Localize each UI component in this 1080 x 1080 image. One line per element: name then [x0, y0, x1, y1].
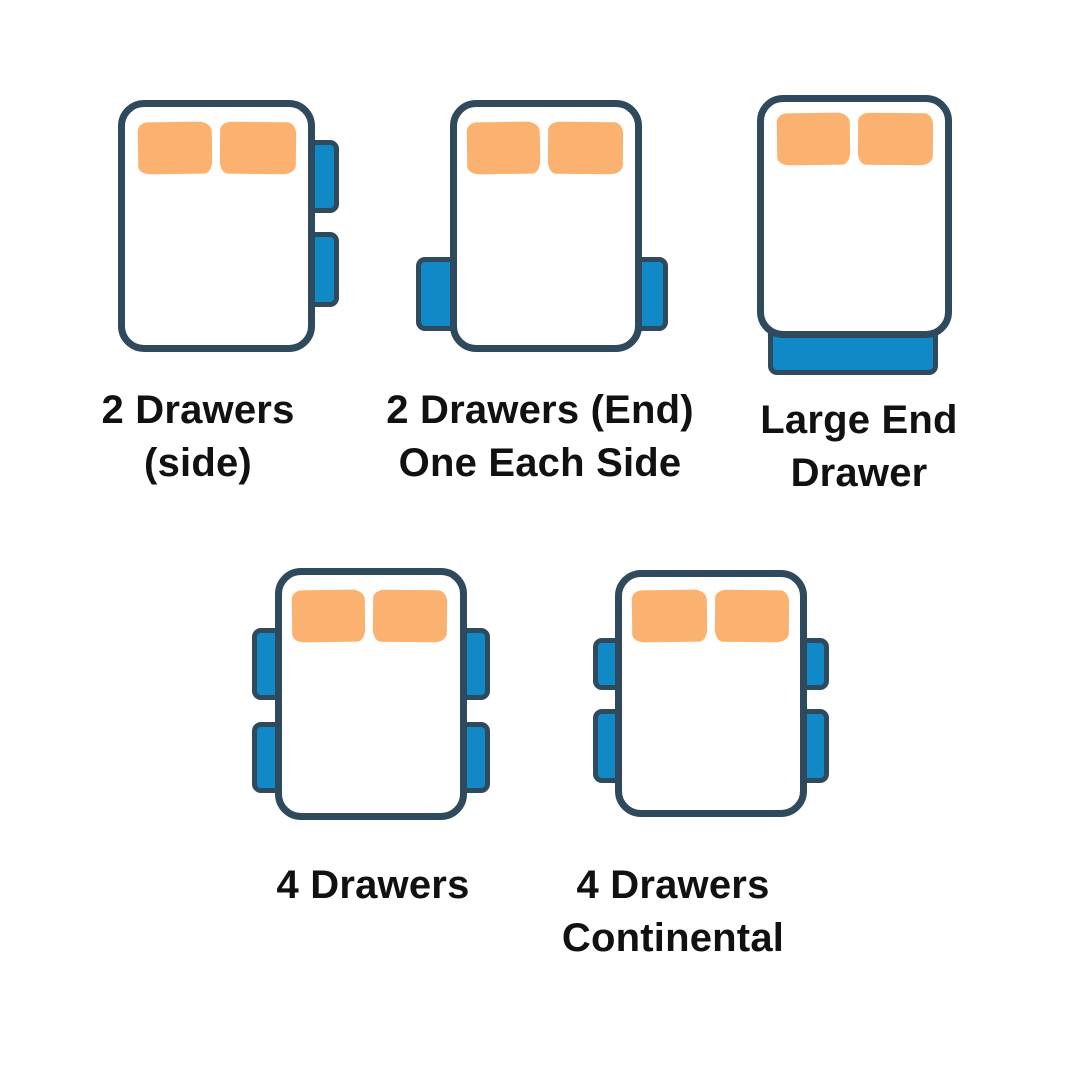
pillow-icon [776, 112, 851, 166]
pillow-icon [714, 589, 790, 643]
pillow-icon [372, 589, 448, 643]
bed-icon [450, 100, 642, 352]
label-line: (side) [144, 441, 252, 485]
pillow-icon [291, 589, 366, 643]
bed-icon [615, 570, 807, 817]
pillow-icon [547, 121, 624, 175]
label-line: One Each Side [398, 441, 682, 485]
pillow-icon [137, 121, 213, 175]
label-line: 2 Drawers (End) [386, 388, 694, 432]
diagram-label: Large End Drawer [709, 394, 1009, 500]
label-line: 4 Drawers [276, 863, 470, 907]
diagram-label: 2 Drawers (End) One Each Side [380, 384, 700, 490]
label-line: Drawer [790, 451, 928, 495]
label-line: Large End [760, 398, 958, 442]
pillow-icon [857, 112, 934, 166]
bed-icon [757, 95, 952, 338]
pillow-icon [466, 121, 541, 175]
diagram-label: 4 Drawers Continental [523, 859, 823, 965]
pillow-icon [219, 121, 297, 175]
diagram-label: 4 Drawers [223, 859, 523, 912]
bed-icon [118, 100, 315, 352]
label-line: 4 Drawers [576, 863, 770, 907]
pillow-icon [631, 589, 708, 643]
bed-icon [275, 568, 467, 820]
label-line: Continental [561, 916, 785, 960]
diagram-label: 2 Drawers (side) [48, 384, 348, 490]
label-line: 2 Drawers [101, 388, 295, 432]
